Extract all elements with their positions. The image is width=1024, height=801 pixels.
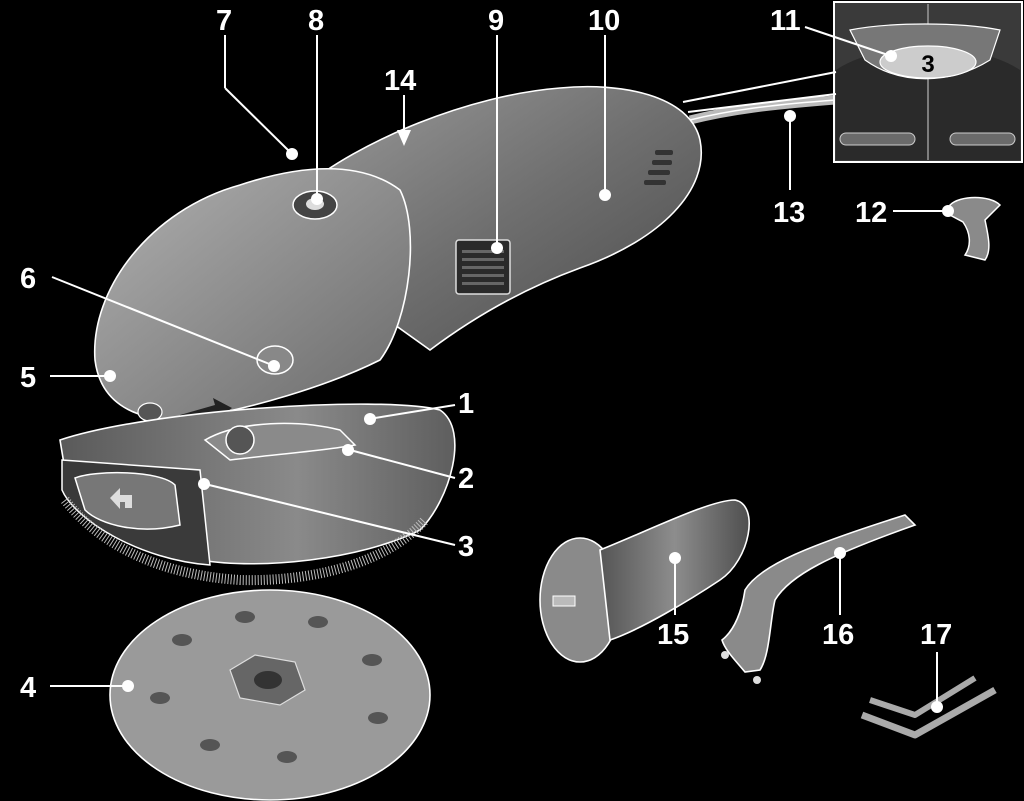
- brush-ring: [61, 496, 429, 586]
- speed-dial-value: 3: [921, 51, 934, 78]
- speed-dial-wheel: [879, 45, 977, 79]
- inset-pointer-line-top: [682, 71, 837, 103]
- callout-label-13: 13: [773, 197, 805, 229]
- callout-label-1: 1: [458, 388, 474, 420]
- callout-label-3: 3: [458, 531, 474, 563]
- callout-label-8: 8: [308, 5, 324, 37]
- belt-clip: [949, 196, 1002, 261]
- backing-pad-center: [254, 671, 282, 689]
- callout-label-14: 14: [384, 65, 416, 97]
- gear-head-housing: [93, 167, 412, 421]
- return-arrow-icon: [110, 488, 132, 509]
- callout-label-12: 12: [855, 197, 887, 229]
- wrench-pin-left: [721, 651, 729, 659]
- callout-label-2: 2: [458, 463, 474, 495]
- callout-label-10: 10: [588, 5, 620, 37]
- vent-slots: [644, 150, 673, 185]
- cord-edge: [689, 99, 836, 121]
- wrench-pin-right: [753, 676, 761, 684]
- inset-slot-left: [839, 132, 916, 146]
- handle-thread-stud: [552, 595, 576, 607]
- callout-label-16: 16: [822, 619, 854, 651]
- callout-label-6: 6: [20, 263, 36, 295]
- callout-label-5: 5: [20, 362, 36, 394]
- switch-ribs: [462, 250, 504, 285]
- callout-label-9: 9: [488, 5, 504, 37]
- head-screw: [137, 402, 163, 422]
- pin-spanner-wrench: [721, 514, 917, 673]
- callout-labels: 1 2 3 4 5 6 7 8 9 10 11 12 13 14 15 16 1…: [20, 5, 952, 704]
- callout-label-15: 15: [657, 619, 689, 651]
- callout-label-11: 11: [770, 5, 801, 37]
- callout-label-17: 17: [920, 619, 952, 651]
- inset-slot-right: [949, 132, 1016, 146]
- clamp-nut: [225, 425, 255, 455]
- callout-label-7: 7: [216, 5, 232, 37]
- callout-label-4: 4: [20, 672, 36, 704]
- hex-key-large: [860, 686, 997, 739]
- hex-key-small: [869, 675, 977, 718]
- leader-lines: [50, 26, 954, 713]
- inset-pointer-line-bottom: [687, 93, 837, 113]
- backing-pad-holes: [150, 611, 388, 763]
- speed-dial-inset: 3: [833, 1, 1023, 163]
